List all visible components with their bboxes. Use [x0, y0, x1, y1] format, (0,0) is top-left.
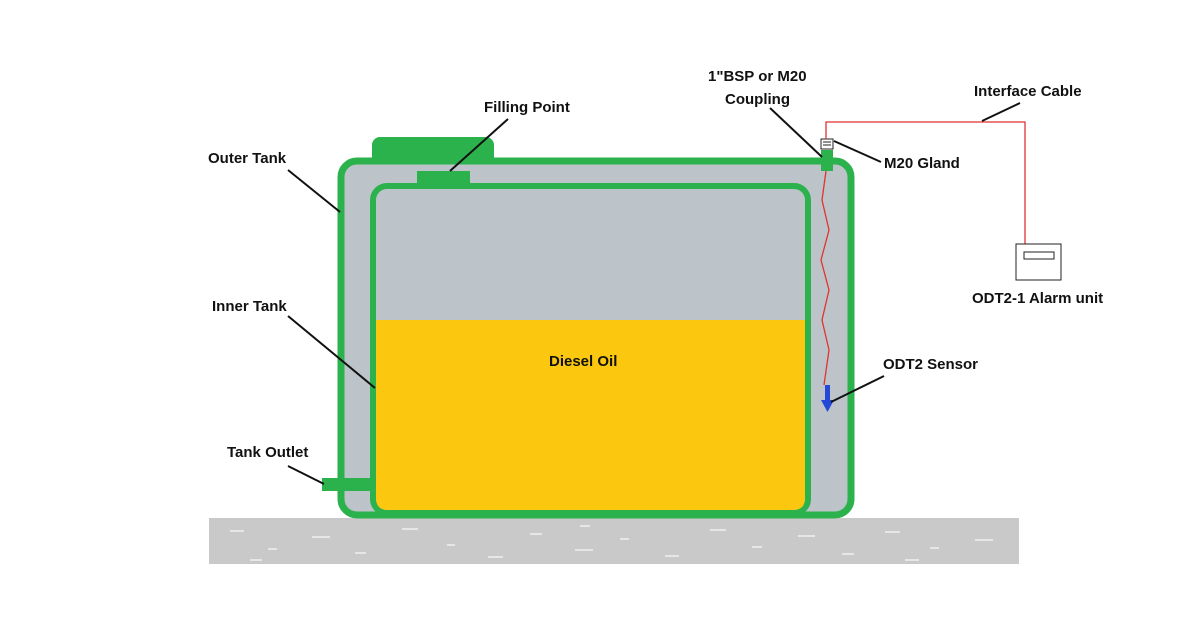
- leader-outer-tank: [287, 169, 341, 213]
- label-alarm-unit: ODT2-1 Alarm unit: [972, 290, 1103, 307]
- leader-odt2-sensor: [830, 375, 885, 403]
- alarm-panel-icon[interactable]: [1015, 243, 1062, 281]
- diesel-oil-fill: [376, 320, 805, 510]
- leader-interface-cable: [981, 102, 1021, 122]
- label-inner-tank: Inner Tank: [212, 298, 287, 315]
- label-filling-point: Filling Point: [484, 99, 570, 116]
- leader-tank-outlet: [287, 465, 325, 485]
- leader-inner-tank: [287, 315, 376, 389]
- label-coupling-line1: 1"BSP or M20: [708, 68, 807, 85]
- label-m20-gland: M20 Gland: [884, 155, 960, 172]
- leader-filling-point: [449, 118, 509, 172]
- m20-gland-icon: [820, 138, 834, 150]
- label-tank-outlet: Tank Outlet: [227, 444, 308, 461]
- filling-point-pipe: [417, 171, 470, 184]
- sensor-probe-icon: [821, 385, 834, 412]
- label-diesel-oil: Diesel Oil: [549, 353, 617, 370]
- tank-outlet-pipe: [322, 478, 375, 491]
- label-interface-cable: Interface Cable: [974, 83, 1082, 100]
- label-outer-tank: Outer Tank: [208, 150, 287, 167]
- label-coupling-line2: Coupling: [725, 91, 790, 108]
- interface-cable: [825, 121, 1026, 244]
- ground-slab: [209, 518, 1019, 564]
- coupling: [821, 150, 833, 171]
- leader-m20-gland: [833, 140, 882, 163]
- leader-coupling: [769, 107, 823, 158]
- label-odt2-sensor: ODT2 Sensor: [883, 356, 978, 373]
- sensor-cable: [820, 170, 830, 386]
